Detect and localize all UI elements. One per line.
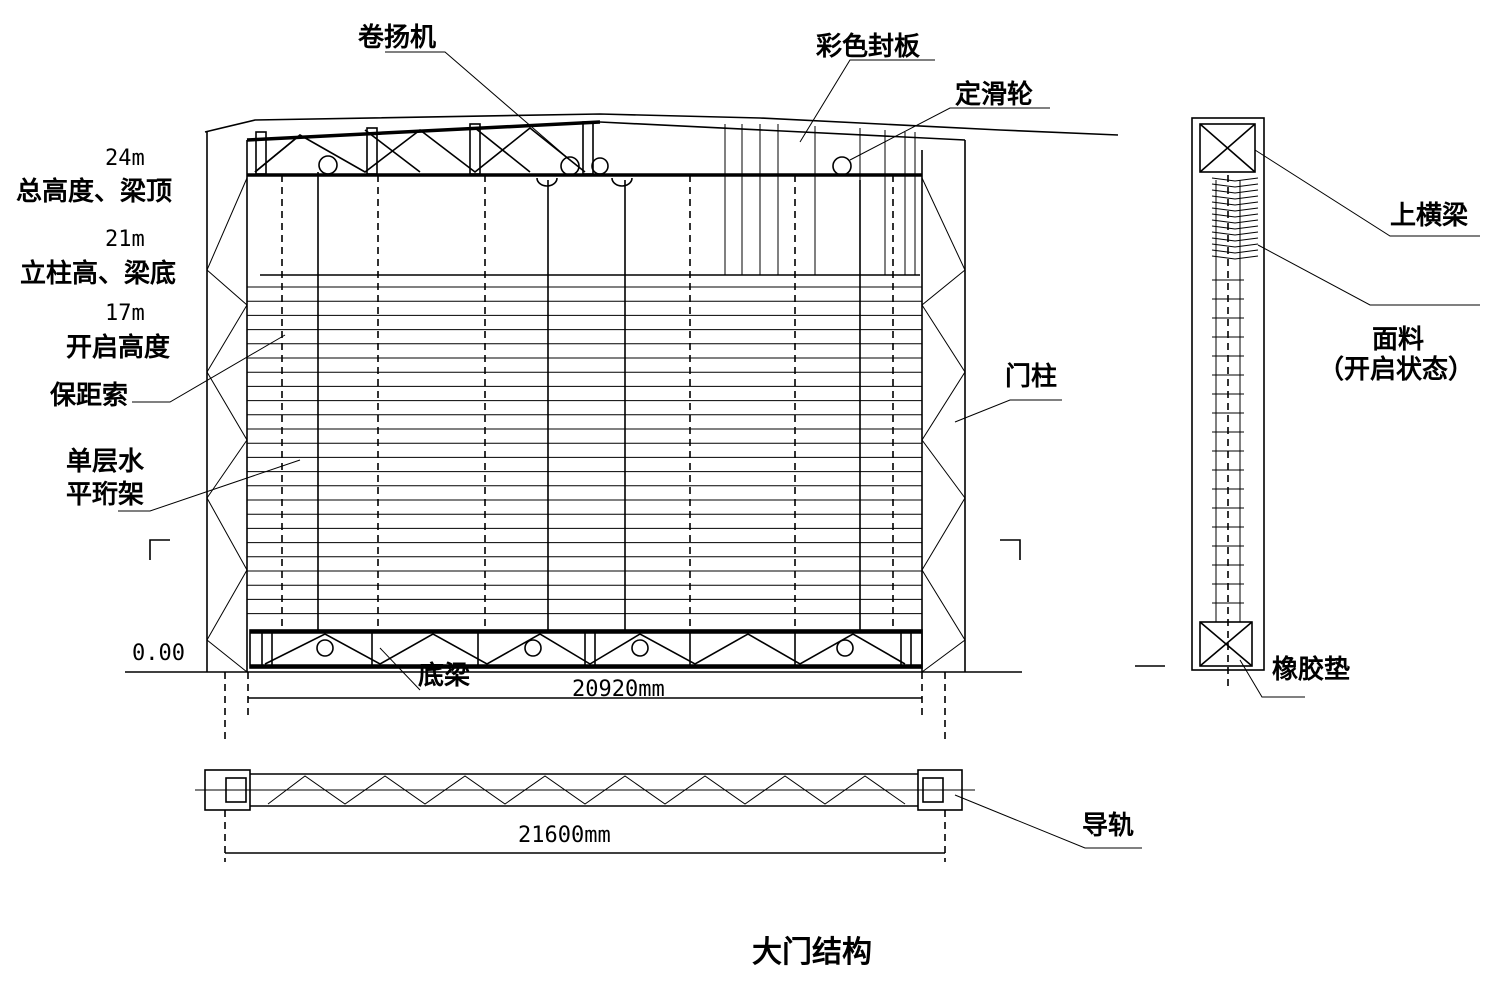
fabric-fold bbox=[1211, 207, 1259, 212]
side-view bbox=[1135, 117, 1265, 690]
leader-lines bbox=[118, 51, 1480, 849]
roof-line bbox=[204, 113, 1119, 136]
bottom-beam-posts bbox=[261, 632, 912, 666]
label-width-lower: 21600mm bbox=[518, 823, 611, 848]
fabric-folds bbox=[1211, 177, 1259, 260]
label-retaining-cable: 保距索 bbox=[49, 381, 128, 411]
bottom-beam-web bbox=[264, 633, 906, 665]
truss-post bbox=[255, 131, 267, 175]
horizontal-truss-lines bbox=[247, 286, 922, 615]
bottom-pulley bbox=[836, 639, 854, 657]
fabric-fold bbox=[1211, 231, 1259, 236]
color-panel-ribs bbox=[724, 124, 916, 275]
label-h24-desc: 总高度、梁顶 bbox=[16, 176, 172, 207]
upper-beam-box bbox=[1199, 123, 1256, 173]
bottom-pulley bbox=[316, 639, 334, 657]
winch-pulley bbox=[591, 157, 609, 175]
label-truss-line1: 单层水 bbox=[66, 447, 145, 477]
caption: 大门结构 bbox=[752, 935, 872, 970]
label-h24: 24m bbox=[105, 146, 145, 171]
fabric-fold bbox=[1211, 183, 1259, 188]
plan-web bbox=[267, 775, 906, 805]
label-fabric: 面料 bbox=[1372, 325, 1424, 355]
label-h21: 21m bbox=[105, 227, 145, 252]
pulley-hook bbox=[536, 177, 558, 187]
label-rubber-pad: 橡胶垫 bbox=[1272, 654, 1350, 685]
label-width-upper: 20920mm bbox=[572, 677, 665, 702]
corner-mark bbox=[149, 539, 170, 560]
rubber-pad-box bbox=[1199, 621, 1253, 667]
fixed-pulley bbox=[832, 156, 852, 176]
right-column-bracing bbox=[921, 177, 966, 673]
plan-view bbox=[195, 769, 975, 862]
label-truss-line2: 平珩架 bbox=[66, 480, 144, 510]
label-door-column: 门柱 bbox=[1005, 362, 1057, 392]
label-fabric-state: （开启状态） bbox=[1318, 354, 1474, 385]
truss-post bbox=[366, 127, 378, 175]
label-fixed-pulley: 定滑轮 bbox=[955, 79, 1033, 110]
fabric-fold bbox=[1211, 201, 1259, 206]
fabric-fold bbox=[1211, 225, 1259, 230]
left-column-bracing bbox=[206, 177, 248, 673]
bottom-beam bbox=[249, 629, 923, 669]
label-bottom-beam: 底梁 bbox=[418, 660, 470, 691]
fabric-fold bbox=[1211, 189, 1259, 194]
front-elevation bbox=[125, 113, 1119, 740]
roof-truss-web-2 bbox=[254, 134, 301, 173]
suspension-rods bbox=[317, 172, 861, 632]
roof-truss-web-3 bbox=[364, 129, 421, 173]
corner-mark bbox=[1000, 539, 1021, 560]
label-h17-desc: 开启高度 bbox=[66, 332, 170, 363]
fabric-fold bbox=[1211, 255, 1259, 260]
truss-post bbox=[469, 123, 481, 175]
label-guide-rail: 导轨 bbox=[1082, 811, 1134, 841]
fabric-fold bbox=[1211, 249, 1259, 254]
label-winch: 卷扬机 bbox=[358, 23, 436, 53]
label-color-panel: 彩色封板 bbox=[815, 31, 920, 62]
label-elevation-zero: 0.00 bbox=[132, 641, 185, 666]
bottom-pulley bbox=[524, 639, 542, 657]
color-panel-edge bbox=[599, 121, 966, 141]
fabric-fold bbox=[1211, 237, 1259, 242]
fabric-fold bbox=[1211, 177, 1259, 182]
side-rungs bbox=[1212, 279, 1244, 604]
fabric-fold bbox=[1211, 213, 1259, 218]
retaining-cables bbox=[281, 175, 894, 632]
bottom-pulley bbox=[631, 639, 649, 657]
label-h21-desc: 立柱高、梁底 bbox=[20, 258, 176, 289]
roof-truss-web bbox=[254, 126, 586, 174]
truss-post bbox=[582, 121, 594, 175]
label-upper-beam: 上横梁 bbox=[1390, 201, 1468, 231]
top-beam-upper-chord bbox=[246, 120, 601, 142]
roof-truss-web-4 bbox=[474, 127, 531, 173]
fabric-fold bbox=[1211, 219, 1259, 224]
winch-pulley bbox=[318, 155, 338, 175]
pulley-hook bbox=[611, 177, 633, 187]
fabric-fold bbox=[1211, 243, 1259, 248]
winch-pulley bbox=[560, 156, 580, 176]
label-h17: 17m bbox=[105, 301, 145, 326]
fabric-fold bbox=[1211, 195, 1259, 200]
